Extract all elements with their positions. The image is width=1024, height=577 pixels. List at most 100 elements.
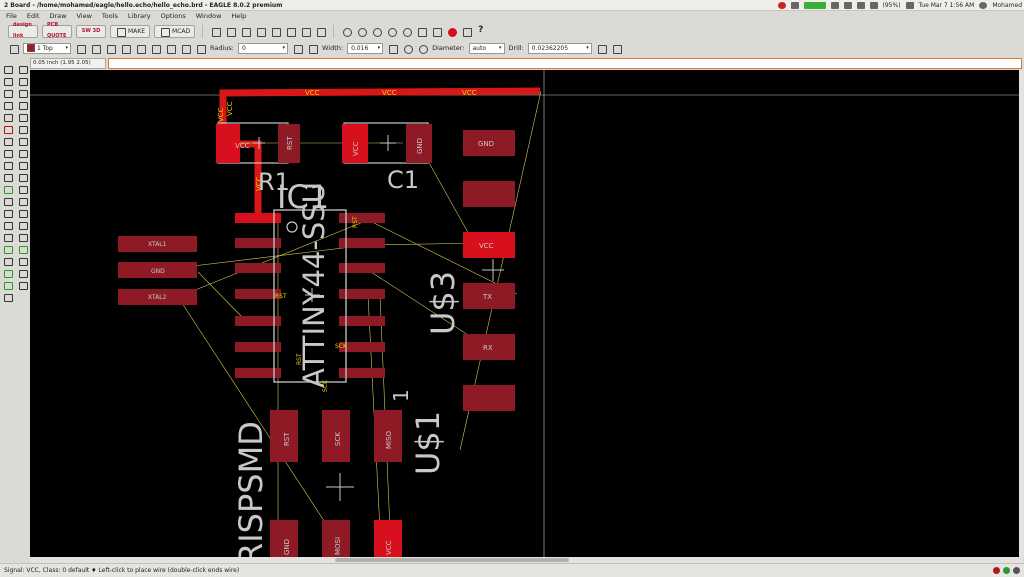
resonator-footprint[interactable]: XTAL1 GND XTAL2	[118, 236, 197, 305]
autorouter-icon[interactable]	[17, 268, 29, 279]
ripup-icon[interactable]	[17, 184, 29, 195]
pcb-quote-button[interactable]: PCB QUOTE	[42, 22, 72, 39]
bluetooth-icon[interactable]	[830, 2, 839, 9]
erc-icon[interactable]	[2, 280, 14, 291]
paste-icon[interactable]	[17, 124, 29, 135]
miter-icon[interactable]	[17, 172, 29, 183]
move-icon[interactable]	[17, 76, 29, 87]
command-input[interactable]	[108, 58, 1022, 69]
zoom-out-icon[interactable]	[371, 26, 383, 37]
bend-style-5-icon[interactable]	[150, 43, 161, 54]
open-icon[interactable]	[210, 26, 222, 37]
ratsnest-icon[interactable]	[2, 268, 14, 279]
drc-icon[interactable]	[17, 280, 29, 291]
cross-icon[interactable]	[1013, 567, 1020, 574]
redraw-icon[interactable]	[401, 26, 413, 37]
stop-icon[interactable]	[993, 567, 1000, 574]
width-input[interactable]: 0.016▾	[347, 42, 384, 54]
scrollbar-thumb[interactable]	[335, 558, 569, 562]
cam-processor-icon[interactable]	[255, 26, 267, 37]
drill-input[interactable]: 0.02362205▾	[527, 42, 592, 54]
stop-icon[interactable]	[446, 26, 458, 37]
info-icon[interactable]	[2, 64, 14, 75]
menu-tools[interactable]: Tools	[101, 12, 118, 20]
value-icon[interactable]	[17, 148, 29, 159]
print-icon[interactable]	[240, 26, 252, 37]
c1-footprint[interactable]: VCC GND C1	[342, 122, 432, 194]
diameter-input[interactable]: auto▾	[468, 42, 505, 54]
menu-edit[interactable]: Edit	[26, 12, 40, 20]
zoom-select-icon[interactable]	[386, 26, 398, 37]
board-drawing[interactable]: VCC VCC VCC VCC VCC VCC VCC RST R1	[30, 70, 1023, 557]
bend-style-3-icon[interactable]	[120, 43, 131, 54]
ulp-icon[interactable]	[315, 26, 327, 37]
gear-icon[interactable]	[979, 2, 988, 9]
lock-icon[interactable]	[17, 136, 29, 147]
polygon-icon[interactable]	[17, 232, 29, 243]
volume-icon[interactable]	[905, 2, 914, 9]
meander-icon[interactable]	[2, 196, 14, 207]
via-round-icon[interactable]	[402, 43, 414, 54]
redo-icon[interactable]	[431, 26, 443, 37]
menu-help[interactable]: Help	[231, 12, 247, 20]
hole-icon[interactable]	[2, 256, 14, 267]
mail-icon[interactable]	[777, 2, 786, 9]
radius-input[interactable]: 0▾	[238, 42, 288, 54]
via-start-icon[interactable]	[596, 43, 607, 54]
schematic-icon[interactable]	[285, 26, 297, 37]
via-square-icon[interactable]	[387, 43, 399, 54]
via-octagon-icon[interactable]	[417, 43, 429, 54]
system-monitor-icon[interactable]	[803, 2, 826, 9]
menu-file[interactable]: File	[6, 12, 17, 20]
show-icon[interactable]	[17, 64, 29, 75]
rotate-icon[interactable]	[17, 88, 29, 99]
attribute-icon[interactable]	[17, 256, 29, 267]
route-icon[interactable]	[2, 184, 14, 195]
bend-style-1-icon[interactable]	[90, 43, 101, 54]
horizontal-scrollbar[interactable]	[30, 557, 1023, 563]
vertical-scrollbar[interactable]	[1019, 70, 1024, 557]
menu-window[interactable]: Window	[195, 12, 222, 20]
text-icon[interactable]	[17, 208, 29, 219]
bend-style-0-icon[interactable]	[75, 43, 86, 54]
help-icon[interactable]	[476, 25, 487, 37]
menu-view[interactable]: View	[76, 12, 92, 20]
keyboard-icon[interactable]	[856, 2, 865, 9]
rectangle-icon[interactable]	[2, 232, 14, 243]
miter-straight-icon[interactable]	[307, 43, 318, 54]
menu-draw[interactable]: Draw	[49, 12, 67, 20]
go-icon[interactable]	[461, 26, 473, 37]
via-end-icon[interactable]	[611, 43, 622, 54]
copy-icon[interactable]	[2, 100, 14, 111]
split-icon[interactable]	[17, 160, 29, 171]
grid-icon[interactable]	[8, 43, 19, 54]
bend-style-8-icon[interactable]	[195, 43, 206, 54]
ic1-footprint[interactable]: IC1 ATTINY44-SSU RST RST SCK RST SCK	[235, 178, 385, 392]
wifi-icon[interactable]	[843, 2, 852, 9]
circle-icon[interactable]	[2, 220, 14, 231]
smash-icon[interactable]	[2, 160, 14, 171]
isp-header-footprint[interactable]: RST SCK MISO GND MOSI VCC RISPSMD U$1 1	[232, 389, 447, 557]
zoom-in-icon[interactable]	[356, 26, 368, 37]
delete-icon[interactable]	[2, 112, 14, 123]
replace-icon[interactable]	[2, 136, 14, 147]
signal-icon[interactable]	[17, 244, 29, 255]
menu-options[interactable]: Options	[160, 12, 186, 20]
save-icon[interactable]	[225, 26, 237, 37]
errors-warning-icon[interactable]	[2, 292, 14, 303]
miter-round-icon[interactable]	[292, 43, 303, 54]
board-icon[interactable]	[270, 26, 282, 37]
design-link-button[interactable]: design link	[8, 22, 38, 39]
add-icon[interactable]	[2, 124, 14, 135]
bend-style-6-icon[interactable]	[165, 43, 176, 54]
layer-icon[interactable]	[2, 76, 14, 87]
bend-style-4-icon[interactable]	[135, 43, 146, 54]
group-icon[interactable]	[17, 100, 29, 111]
battery-icon[interactable]	[869, 2, 878, 9]
name-icon[interactable]	[2, 148, 14, 159]
zoom-fit-icon[interactable]	[341, 26, 353, 37]
change-icon[interactable]	[17, 112, 29, 123]
wire-icon[interactable]	[2, 208, 14, 219]
script-icon[interactable]	[300, 26, 312, 37]
r1-footprint[interactable]: VCC RST R1	[216, 122, 300, 196]
